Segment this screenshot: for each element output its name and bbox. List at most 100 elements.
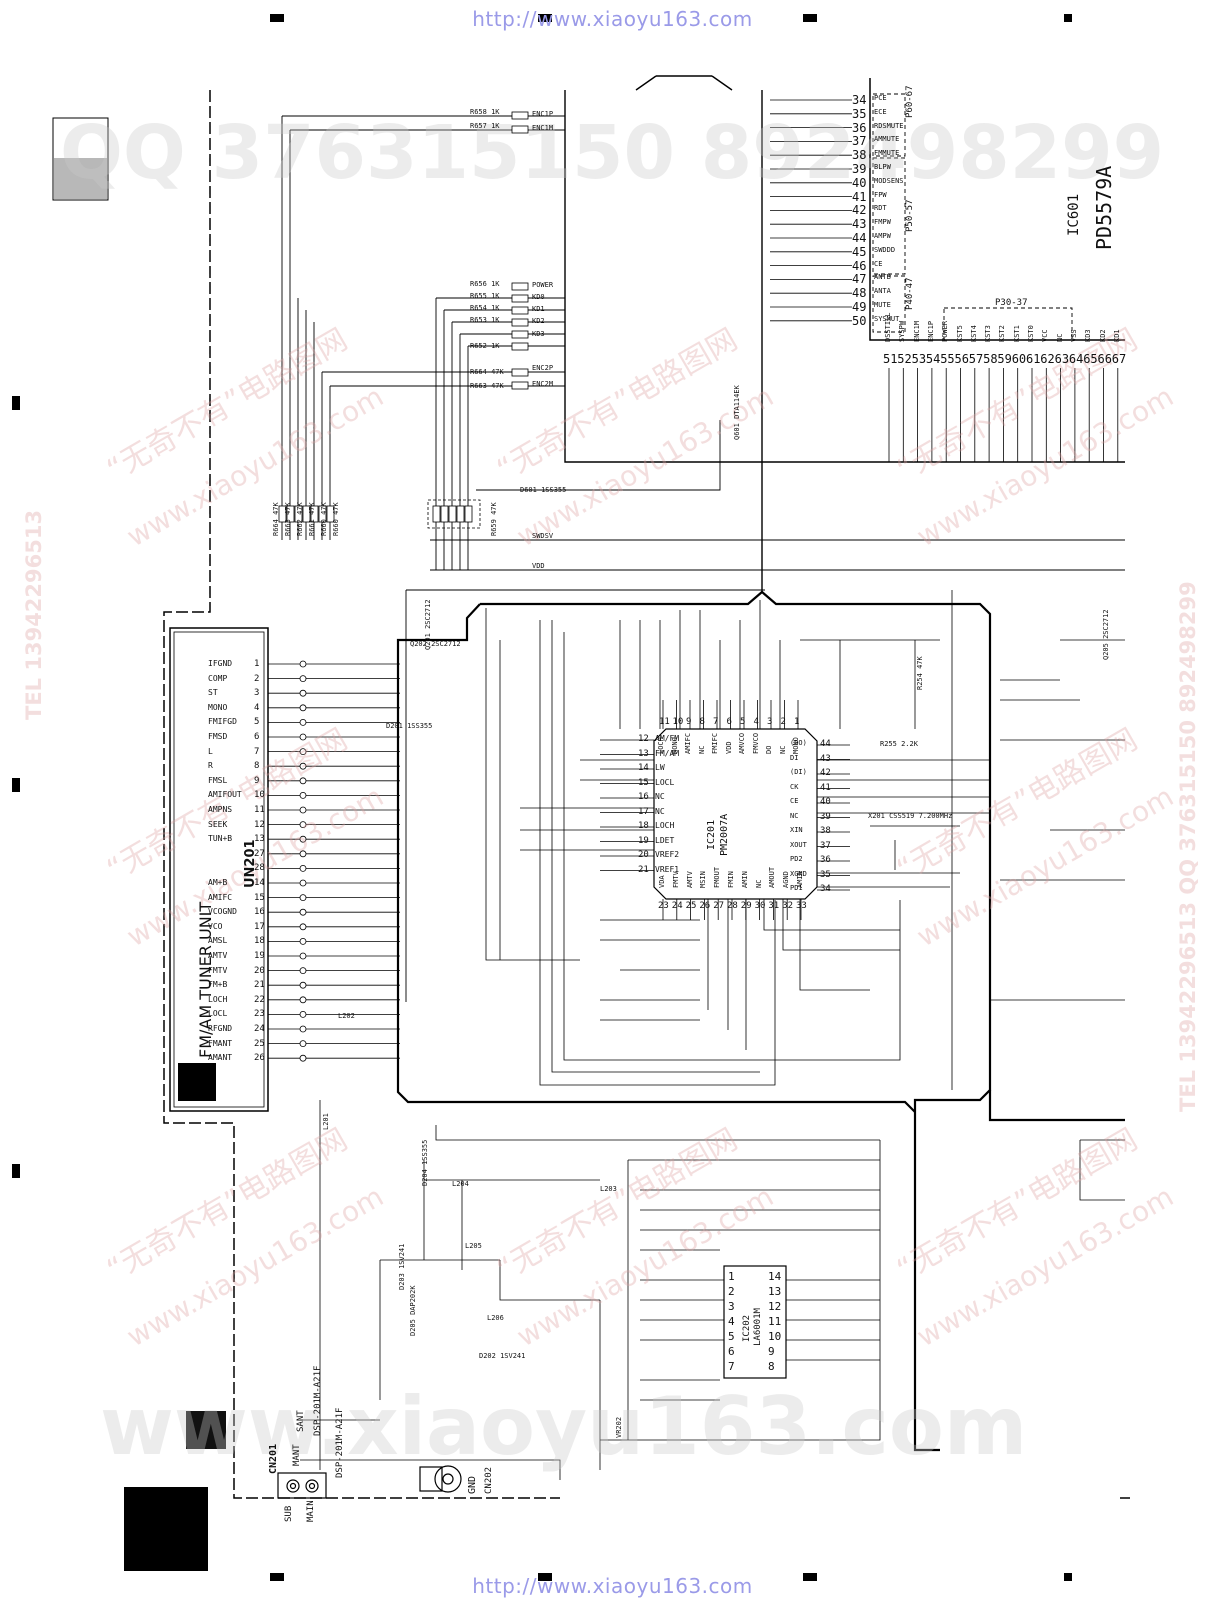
ic601-pin-name: AMPW (874, 232, 891, 240)
resistor-label: R654 1K (470, 304, 500, 312)
ic601-pin-number: 56 (954, 352, 969, 366)
resistor-label: R664 47K (470, 368, 504, 376)
footer-url[interactable]: http://www.xiaoyu163.com (472, 1574, 753, 1598)
ic601-pin-number: 48 (852, 286, 867, 301)
tuner-pin-name: VCO (208, 921, 223, 931)
ic601-pin-number: 39 (852, 162, 867, 176)
ic201-pin-name: AMIN (796, 871, 804, 888)
ic201-pin-number: 25 (685, 901, 697, 911)
ic201-pin-name: AGND (782, 871, 791, 888)
tuner-pin-name: AMSL (208, 936, 228, 946)
watermark-tel-right: TEL 13942296513 QQ 376315150 892498299 (1176, 581, 1200, 1112)
ic201-pin-name: VDA (658, 875, 666, 888)
header-url[interactable]: http://www.xiaoyu163.com (472, 7, 753, 31)
tuner-pin-name: IFGND (208, 659, 233, 668)
ic601-pin-name: AMMUTE (874, 135, 900, 144)
ic601-pin-name: ENC1P (926, 320, 935, 342)
tuner-pin-number: 8 (254, 761, 260, 772)
ic201-pin-name: XGND (790, 869, 807, 878)
ic601-pin-number: 54 (925, 352, 941, 366)
ic201-pin-name: NC (754, 879, 763, 888)
part-label: R255 2.2K (880, 740, 918, 748)
ic601-pin-name: ECE (874, 107, 887, 116)
tuner-pin-number: 28 (254, 863, 265, 874)
ic601-pin-number: 37 (852, 134, 867, 149)
ic601-pin-number: 42 (852, 203, 867, 218)
ic601-pin-name: FMMUTE (874, 149, 900, 158)
tuner-pin-number: 25 (254, 1038, 265, 1049)
tuner-pin-number: 26 (254, 1053, 265, 1064)
watermark-qq: QQ 376315150 892498299 (60, 110, 1165, 196)
tuner-pin-name: AMPNS (208, 805, 233, 814)
ic202-pin-number: 10 (768, 1330, 782, 1343)
tuner-pin-name: FMANT (208, 1038, 233, 1048)
signal-label: ENC2M (532, 380, 554, 388)
ic201-pin-name: AMIFC (684, 732, 692, 754)
tuner-pin-name: AMANT (208, 1053, 233, 1063)
ic201-pin-number: 16 (638, 792, 649, 802)
resistor-label: R664 47K (272, 502, 280, 536)
ic202-pin-number: 4 (728, 1315, 735, 1328)
ic601-pin-number: 40 (852, 175, 867, 190)
ic202-pin-number: 6 (728, 1345, 735, 1358)
part-label: Q205 2SC2712 (1102, 609, 1110, 660)
ic601-pin-number: 38 (852, 148, 867, 163)
ic601-pin-name: NC (1055, 333, 1064, 342)
ic601-pin-number: 51 (883, 352, 898, 366)
ic201-pin-number: 37 (820, 840, 831, 851)
resistor-label: R663 47K (284, 502, 292, 536)
ic601-pin-number: 59 (997, 352, 1012, 366)
ic201-pin-number: 32 (782, 901, 794, 911)
ic601-pin-name: KST2 (998, 325, 1007, 342)
ic601-pin-name: KD2 (1098, 329, 1107, 342)
board-outline (163, 90, 1130, 1499)
ic201-pin-name: (DO) (790, 739, 807, 747)
part-label: X201 CSS519 7.200MHz (868, 812, 953, 820)
ic201-pin-number: 28 (727, 901, 738, 911)
ic201-pin-name: LW (655, 763, 665, 772)
ic601-pin-number: 44 (852, 231, 867, 245)
ic201-pin-number: 8 (699, 717, 705, 727)
signal-label: ENC1M (532, 124, 554, 132)
tuner-pin-number: 5 (254, 717, 260, 728)
ic201-pin-name: FMOUT (713, 866, 722, 888)
cn201-connector (277, 1465, 462, 1499)
ic201-pin-number: 10 (672, 717, 684, 727)
ic601-pin-number: 62 (1040, 352, 1055, 366)
ic202-ref: IC202 (742, 1314, 752, 1342)
ic601-pin-name: ENC1M (912, 320, 921, 342)
ic201-pin-number: 29 (740, 901, 752, 911)
ic601-pin-name: KST0 (1027, 325, 1035, 342)
ic201-pin-name: AMOUT (768, 866, 777, 888)
ic601-pin-name: KST1 (1012, 325, 1021, 342)
ic201-pin-stubs (600, 700, 850, 920)
ic201-pin-number: 39 (820, 811, 831, 822)
tuner-pin-number: 23 (254, 1009, 265, 1020)
ic601-pin-number: 63 (1054, 352, 1070, 366)
ic601-pin-name: POWER (941, 320, 950, 342)
resistor-label: R655 1K (470, 292, 500, 300)
ic601-port-label: P40-47 (905, 277, 915, 310)
ic601-pin-name: VSS (1069, 329, 1078, 342)
ic601-pin-number: 36 (852, 120, 867, 135)
ic601-pin-number: 34 (852, 93, 867, 107)
ic201-pin-number: 34 (820, 884, 831, 894)
ic201-pin-number: 27 (713, 901, 725, 911)
ic201-pin-number: 41 (820, 782, 831, 793)
ic201-pin-name: LOCH (655, 821, 675, 830)
ic202-body (723, 1265, 787, 1379)
ic202-part: LA6001M (753, 1308, 763, 1346)
resistor-label: R660 47K (320, 502, 328, 536)
tuner-pin-number: 19 (254, 951, 265, 961)
ic202-pin-number: 3 (728, 1300, 735, 1313)
signal-label: ENC2P (532, 364, 554, 372)
black-block (186, 1411, 226, 1449)
ic201-pin-name: FM/AM (655, 748, 680, 758)
tuner-pin-number: 12 (254, 819, 265, 830)
ic201-area-wires (485, 590, 1125, 1090)
tuner-pin-number: 7 (254, 746, 260, 757)
ic201-pin-name: CK (790, 782, 799, 791)
ic601-pin-number: 64 (1068, 352, 1084, 366)
signal-label: KD3 (532, 330, 545, 338)
tuner-pin-number: 27 (254, 848, 265, 859)
